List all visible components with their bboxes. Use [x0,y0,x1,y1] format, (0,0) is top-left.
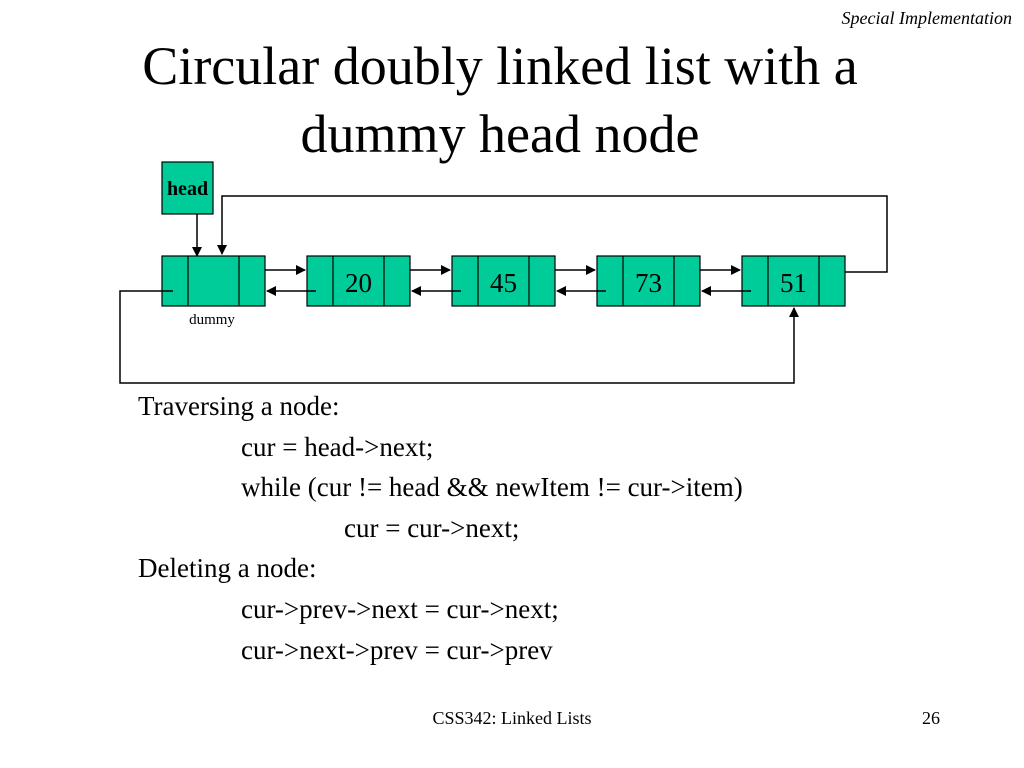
section-tag: Special Implementation [841,8,1012,28]
list-node: 73 [596,255,701,307]
head-label: head [167,178,208,200]
head-pointer-box [161,161,214,215]
code-line: cur->prev->next = cur->next; [241,593,559,624]
code-line: cur->next->prev = cur->prev [241,634,553,665]
list-node: 45 [451,255,556,307]
wrap-prev-arrow [119,290,799,384]
slide-title: Circular doubly linked list with a dummy… [0,32,1000,168]
code-line: cur = cur->next; [344,512,520,543]
list-node: 20 [306,255,411,307]
code-line: while (cur != head && newItem != cur->it… [241,472,743,503]
dummy-label: dummy [189,312,235,328]
footer-course: CSS342: Linked Lists [432,708,592,728]
linked-list-diagram: head dummy 20 45 73 51 [119,161,888,384]
node-value: 20 [345,268,372,298]
node-value: 51 [780,268,807,298]
node-value: 73 [635,268,662,298]
wrap-next-arrow [217,195,888,273]
node-value: 45 [490,268,517,298]
title-line-1: Circular doubly linked list with a [142,36,858,96]
dummy-node [161,255,266,307]
delete-heading: Deleting a node: [138,553,317,584]
title-line-2: dummy head node [300,104,700,164]
code-line: cur = head->next; [241,431,434,462]
page-number: 26 [922,708,940,728]
list-node: 51 [741,255,846,307]
code-block: Traversing a node: cur = head->next; whi… [138,386,743,670]
traverse-heading: Traversing a node: [138,391,340,421]
